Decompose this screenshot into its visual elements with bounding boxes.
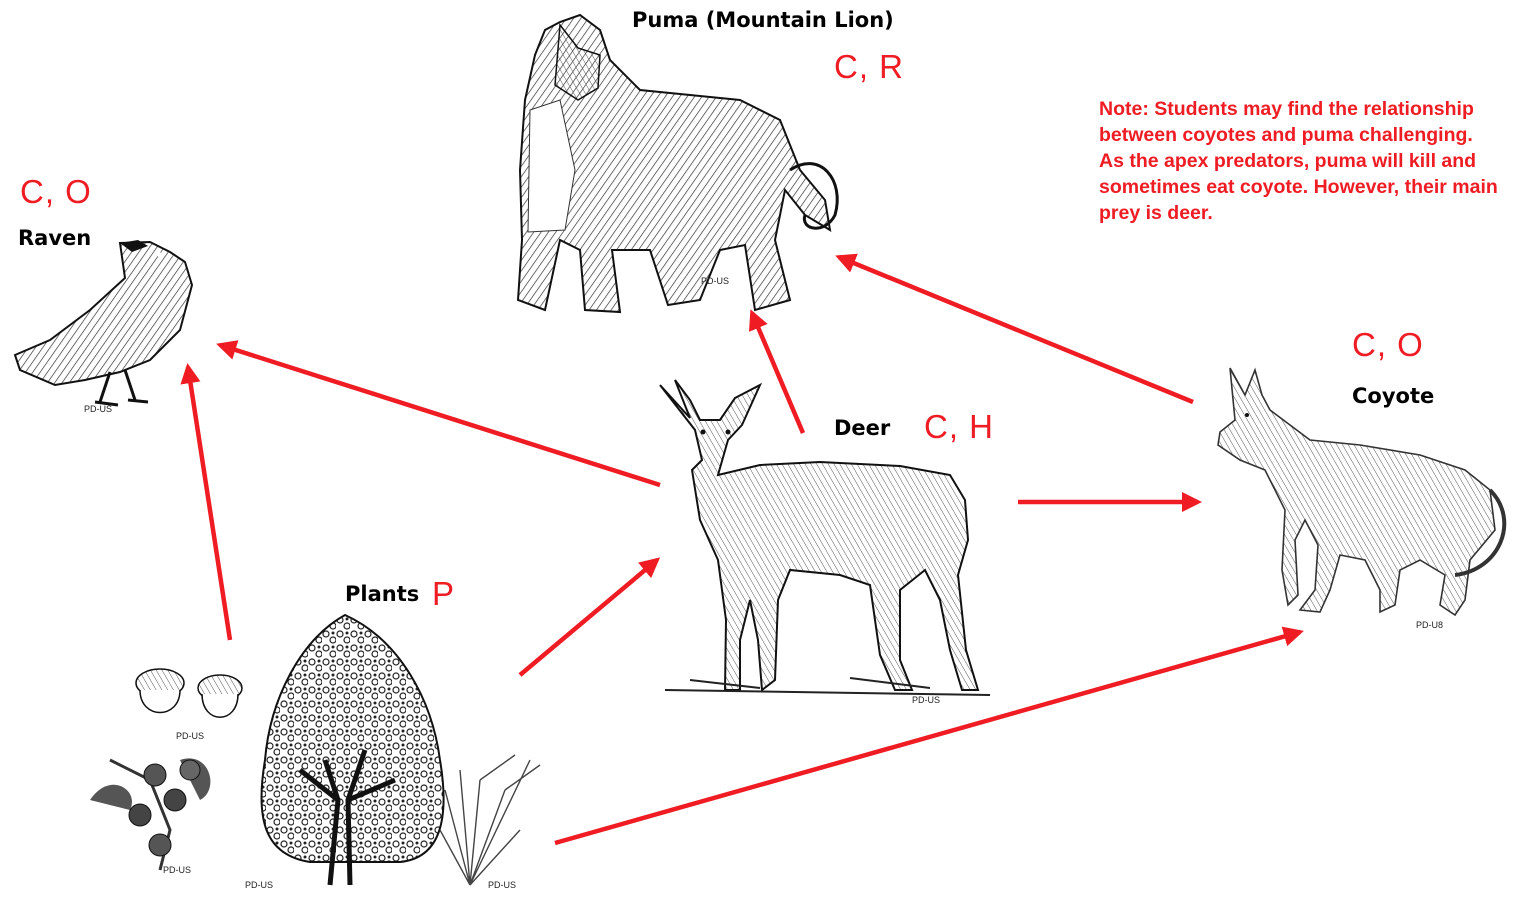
coyote-credit: PD-U8 <box>1416 620 1443 630</box>
note-line: between coyotes and puma challenging. <box>1099 122 1540 148</box>
note-line: Note: Students may find the relationship <box>1099 96 1540 122</box>
note-line: sometimes eat coyote. However, their mai… <box>1099 174 1540 200</box>
teacher-note: Note: Students may find the relationship… <box>1099 96 1540 226</box>
grass-credit: PD-US <box>488 880 516 890</box>
acorns-illustration <box>136 669 242 717</box>
deer-credit: PD-US <box>912 695 940 705</box>
arrow-deer-to-raven <box>220 345 660 485</box>
arrow-plants-to-coyote <box>555 632 1300 843</box>
arrow-coyote-to-puma <box>839 257 1193 402</box>
raven-illustration <box>15 240 192 405</box>
deer-label: Deer <box>834 416 890 440</box>
puma-illustration <box>518 15 837 312</box>
raspberry-credit: PD-US <box>163 865 191 875</box>
note-line: As the apex predators, puma will kill an… <box>1099 148 1540 174</box>
arrow-deer-to-puma <box>752 313 803 433</box>
coyote-code: C, O <box>1352 326 1424 364</box>
puma-label: Puma (Mountain Lion) <box>632 8 894 32</box>
plants-label: Plants <box>345 582 419 606</box>
grass-illustration <box>440 755 540 885</box>
arrow-plants-to-deer <box>520 560 657 675</box>
tree-illustration <box>261 615 443 885</box>
plants-illustration <box>90 615 540 885</box>
puma-credit: PD-US <box>701 276 729 286</box>
raven-code: C, O <box>20 173 92 211</box>
raspberry-illustration <box>90 758 210 870</box>
arrow-plants-to-raven <box>188 367 230 640</box>
tree-credit: PD-US <box>245 880 273 890</box>
deer-code: C, H <box>924 408 994 446</box>
raven-credit: PD-US <box>84 404 112 414</box>
coyote-label: Coyote <box>1352 384 1434 408</box>
plants-code: P <box>432 575 455 613</box>
puma-code: C, R <box>834 48 904 86</box>
note-line: prey is deer. <box>1099 200 1540 226</box>
raven-label: Raven <box>18 226 91 250</box>
acorns-credit: PD-US <box>176 731 204 741</box>
